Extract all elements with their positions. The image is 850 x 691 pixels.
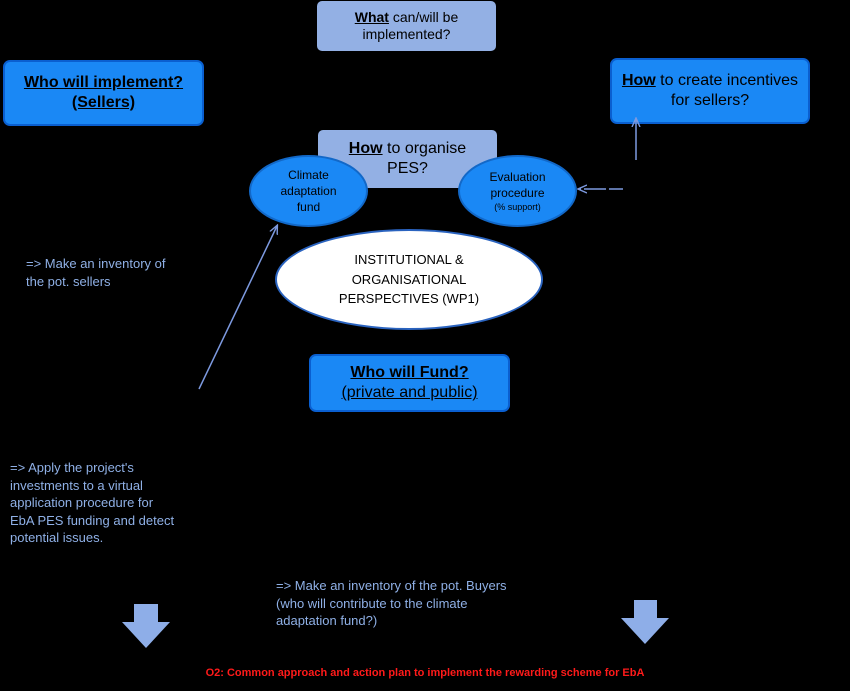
evaluation-line-1: Evaluation bbox=[489, 169, 546, 184]
what-keyword: What bbox=[354, 8, 389, 25]
what-box: What can/will be implemented? bbox=[317, 1, 496, 51]
how-incentives-box: How to create incentives for sellers? bbox=[610, 58, 810, 124]
how-organise-keyword: How bbox=[348, 140, 383, 157]
who-fund-line1: Who will Fund? bbox=[350, 364, 469, 381]
who-implement-line2: (Sellers) bbox=[71, 94, 136, 111]
what-rest: can/will be bbox=[388, 8, 459, 25]
who-implement-line1: Who will implement? bbox=[23, 74, 184, 91]
note-apply-line-3: application procedure for bbox=[10, 495, 154, 511]
down-arrow-right bbox=[621, 600, 669, 644]
evaluation-line-2: procedure bbox=[490, 185, 545, 200]
how-organise-box: How to organise PES? bbox=[318, 130, 497, 188]
what-line2: implemented? bbox=[362, 26, 451, 42]
arrow-to-climate-fund bbox=[198, 226, 277, 390]
institutional-line-3: PERSPECTIVES (WP1) bbox=[338, 291, 480, 307]
institutional-line-2: ORGANISATIONAL bbox=[351, 271, 467, 287]
how-incentives-line2: for sellers? bbox=[670, 92, 750, 109]
down-arrow-left bbox=[122, 604, 170, 648]
note-buyers-line-2: (who will contribute to the climate bbox=[276, 595, 468, 611]
note-buyers-line-3: adaptation fund?) bbox=[276, 613, 378, 629]
how-organise-rest: to organise bbox=[382, 140, 467, 157]
how-incentives-keyword: How bbox=[621, 72, 656, 89]
note-sellers-inventory: => Make an inventory of the pot. sellers bbox=[26, 255, 165, 290]
climate-fund-line-1: Climate bbox=[288, 167, 329, 182]
climate-fund-line-2: adaptation bbox=[280, 183, 337, 198]
evaluation-ellipse: Evaluation procedure (% support) bbox=[458, 155, 577, 227]
note-sellers-line-2: the pot. sellers bbox=[26, 273, 111, 289]
note-apply-investments: => Apply the project's investments to a … bbox=[10, 459, 174, 547]
who-fund-box: Who will Fund? (private and public) bbox=[309, 354, 510, 412]
institutional-line-1: INSTITUTIONAL & bbox=[354, 252, 464, 268]
who-implement-box: Who will implement? (Sellers) bbox=[3, 60, 204, 126]
evaluation-small: (% support) bbox=[494, 202, 541, 213]
note-sellers-line-1: => Make an inventory of bbox=[26, 256, 166, 271]
note-buyers-inventory: => Make an inventory of the pot. Buyers … bbox=[276, 577, 507, 630]
institutional-ellipse: INSTITUTIONAL & ORGANISATIONAL PERSPECTI… bbox=[275, 229, 543, 330]
how-incentives-rest: to create incentives bbox=[655, 72, 799, 89]
who-fund-line2: (private and public) bbox=[341, 384, 478, 401]
climate-fund-ellipse: Climate adaptation fund bbox=[249, 155, 368, 227]
note-buyers-line-1: => Make an inventory of the pot. Buyers bbox=[276, 578, 507, 593]
footer-objective: O2: Common approach and action plan to i… bbox=[205, 667, 645, 679]
note-apply-line-2: investments to a virtual bbox=[10, 477, 143, 493]
climate-fund-line-3: fund bbox=[296, 200, 321, 215]
note-apply-line-1: => Apply the project's bbox=[10, 460, 134, 475]
note-apply-line-4: EbA PES funding and detect bbox=[10, 512, 175, 528]
note-apply-line-5: potential issues. bbox=[10, 530, 104, 546]
how-organise-line2: PES? bbox=[387, 160, 428, 177]
